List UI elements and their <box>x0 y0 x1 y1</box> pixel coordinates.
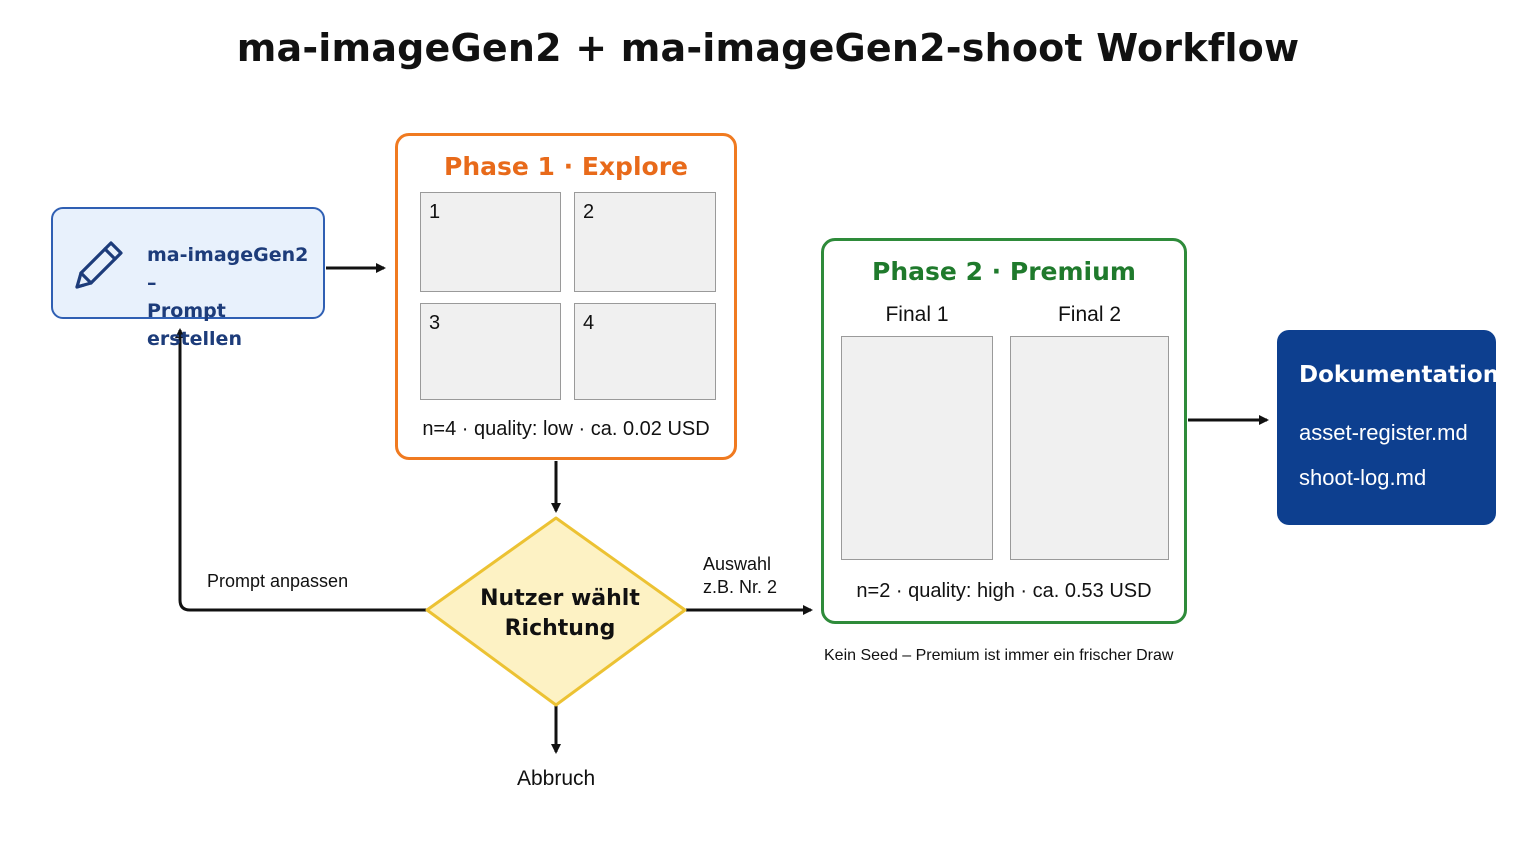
phase2-note: Kein Seed – Premium ist immer ein frisch… <box>824 647 1174 664</box>
documentation-node: Dokumentation asset-register.md shoot-lo… <box>1277 330 1500 525</box>
documentation-title: Dokumentation <box>1299 362 1500 388</box>
abort-label: Abbruch <box>517 767 596 790</box>
decision-label: Nutzer wählt Richtung <box>465 584 655 644</box>
phase1-title: Phase 1 · Explore <box>444 152 688 181</box>
doc-file-asset-register: asset-register.md <box>1299 420 1468 445</box>
selection-label: Auswahl z.B. Nr. 2 <box>703 553 777 599</box>
explore-thumb-4: 4 <box>574 303 716 400</box>
phase2-caption: n=2 · quality: high · ca. 0.53 USD <box>856 580 1152 602</box>
diagram-title: ma-imageGen2 + ma-imageGen2-shoot Workfl… <box>236 26 1300 70</box>
phase2-box: Phase 2 · Premium Final 1 Final 2 n=2 · … <box>821 238 1187 624</box>
decision-label-line2: Richtung <box>504 616 616 641</box>
decision-label-line1: Nutzer wählt <box>480 586 640 611</box>
prompt-node: ma-imageGen2 – Prompt erstellen <box>51 207 325 350</box>
phase1-box: Phase 1 · Explore 1 2 3 4 n=4 · quality:… <box>395 133 737 460</box>
thumb-number: 2 <box>583 201 595 223</box>
doc-file-shoot-log: shoot-log.md <box>1299 465 1427 490</box>
pencil-icon <box>75 241 123 289</box>
selection-label-line2: z.B. Nr. 2 <box>703 577 778 597</box>
thumb-number: 3 <box>429 312 441 334</box>
prompt-node-label: ma-imageGen2 – Prompt erstellen <box>147 241 322 353</box>
thumb-number: 4 <box>583 312 595 334</box>
loop-back-label: Prompt anpassen <box>207 571 349 591</box>
final-2-label: Final 2 <box>1057 303 1122 326</box>
prompt-label-line1: ma-imageGen2 – <box>147 244 309 294</box>
arrow-loop-back-to-prompt <box>175 328 428 612</box>
prompt-label-line2: Prompt erstellen <box>147 300 242 350</box>
final-1-label: Final 1 <box>885 303 949 326</box>
final-2-placeholder <box>1010 336 1169 560</box>
explore-thumb-1: 1 <box>420 192 561 292</box>
explore-thumb-3: 3 <box>420 303 561 400</box>
explore-thumb-2: 2 <box>574 192 716 292</box>
final-1-placeholder <box>841 336 993 560</box>
phase1-caption: n=4 · quality: low · ca. 0.02 USD <box>422 418 710 440</box>
decision-diamond <box>425 516 687 707</box>
selection-label-line1: Auswahl <box>703 554 772 574</box>
phase2-title: Phase 2 · Premium <box>872 257 1136 286</box>
thumb-number: 1 <box>429 201 441 223</box>
